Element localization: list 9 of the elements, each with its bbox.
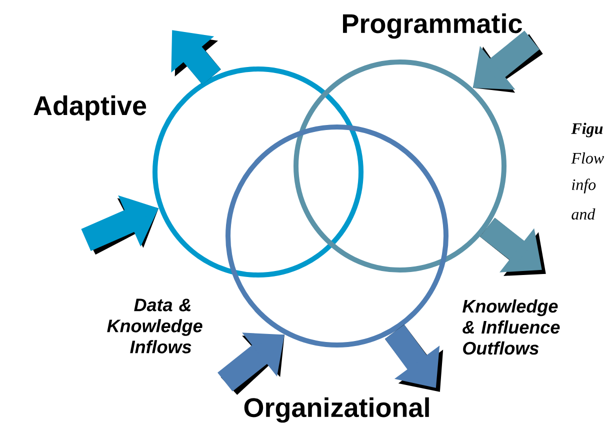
flow-label: Data & Knowledge Inflows xyxy=(107,298,202,354)
caption-text: info xyxy=(572,178,596,194)
circle-heading: Programmatic xyxy=(343,13,522,39)
circle-heading: Adaptive xyxy=(34,95,146,121)
caption-text: and xyxy=(572,208,596,220)
flow-label: Knowledge & Influence Outflows xyxy=(462,299,560,355)
caption-text: Figu xyxy=(571,122,603,138)
caption-text: Flow xyxy=(571,152,604,164)
circle-heading: Organizational xyxy=(244,397,429,423)
